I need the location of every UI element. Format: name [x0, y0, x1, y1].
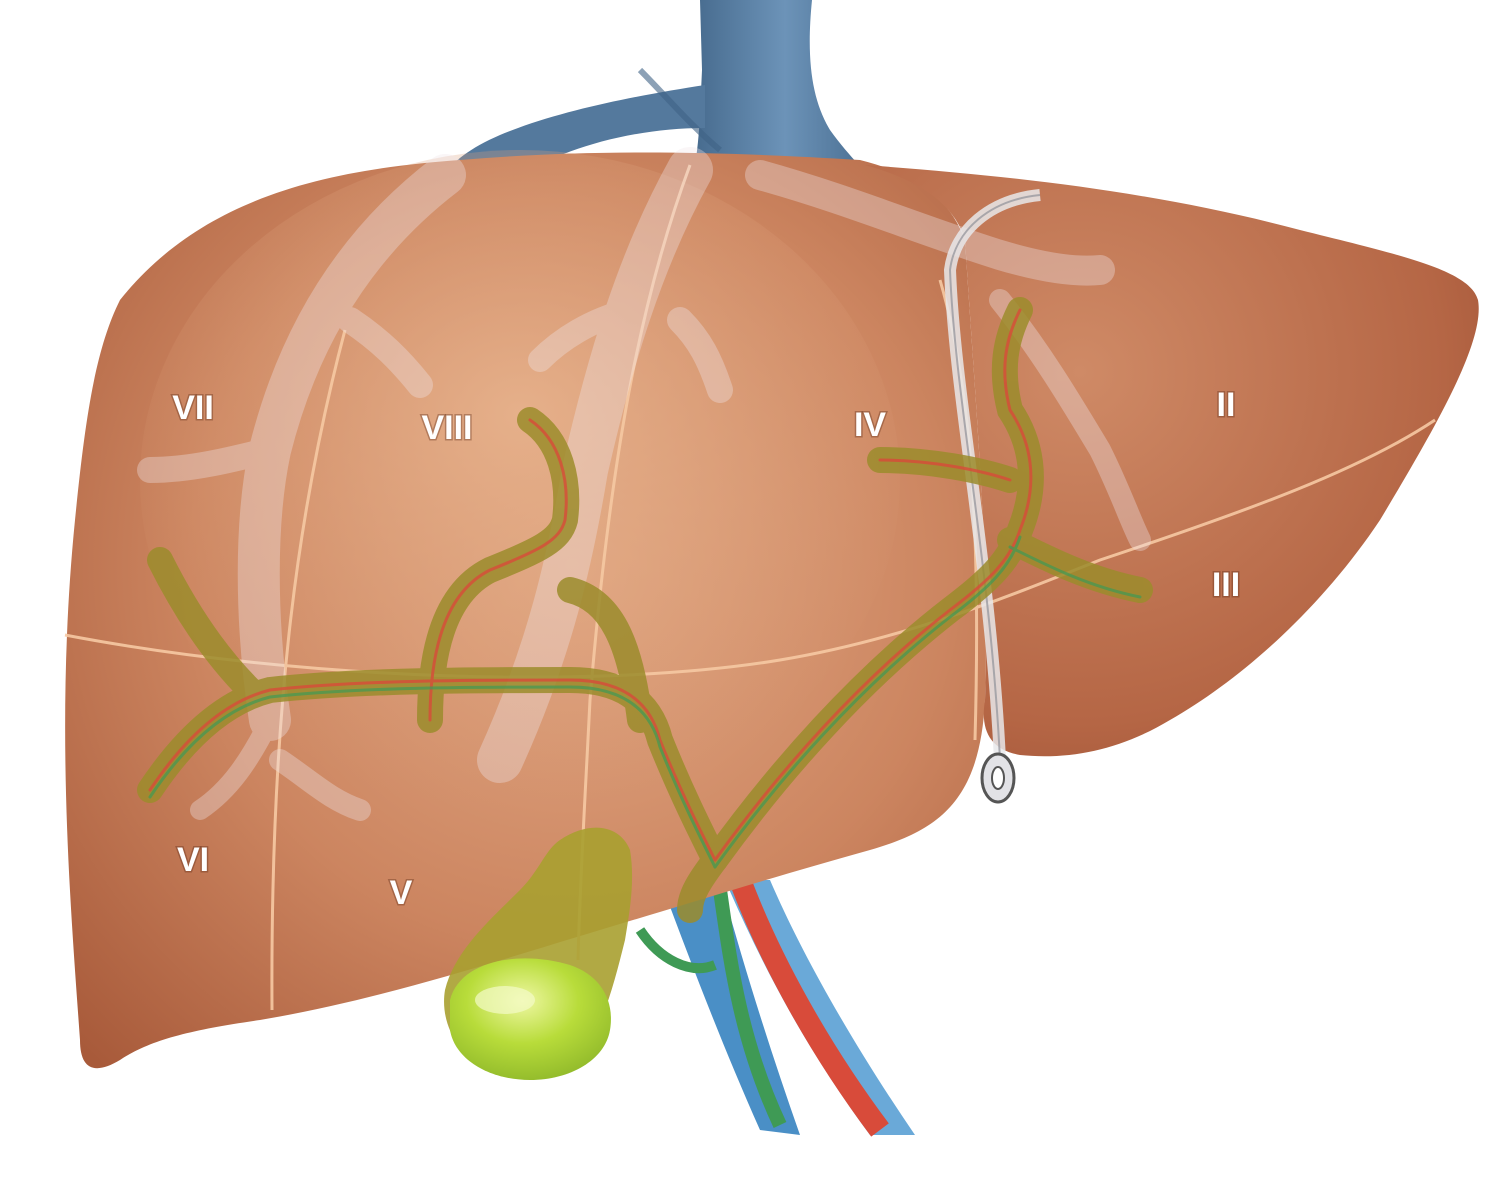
segment-label-vii: VII	[172, 389, 214, 427]
segment-label-iv: IV	[854, 406, 886, 444]
portal-vessels	[635, 876, 915, 1137]
gallbladder	[444, 827, 633, 1080]
falciform-ligament	[943, 189, 1041, 804]
segment-label-v: V	[390, 874, 413, 912]
liver-highlight	[140, 150, 900, 810]
segment-labels: II III IV V VI VII VIII	[171, 384, 1242, 913]
segment-label-iii: III	[1212, 566, 1240, 604]
portal-triad-branches	[137, 297, 1153, 923]
segment-label-ii: II	[1217, 386, 1236, 424]
segment-label-vi: VI	[177, 841, 209, 879]
hepatic-veins	[137, 147, 1151, 821]
segment-label-viii: VIII	[421, 409, 472, 447]
